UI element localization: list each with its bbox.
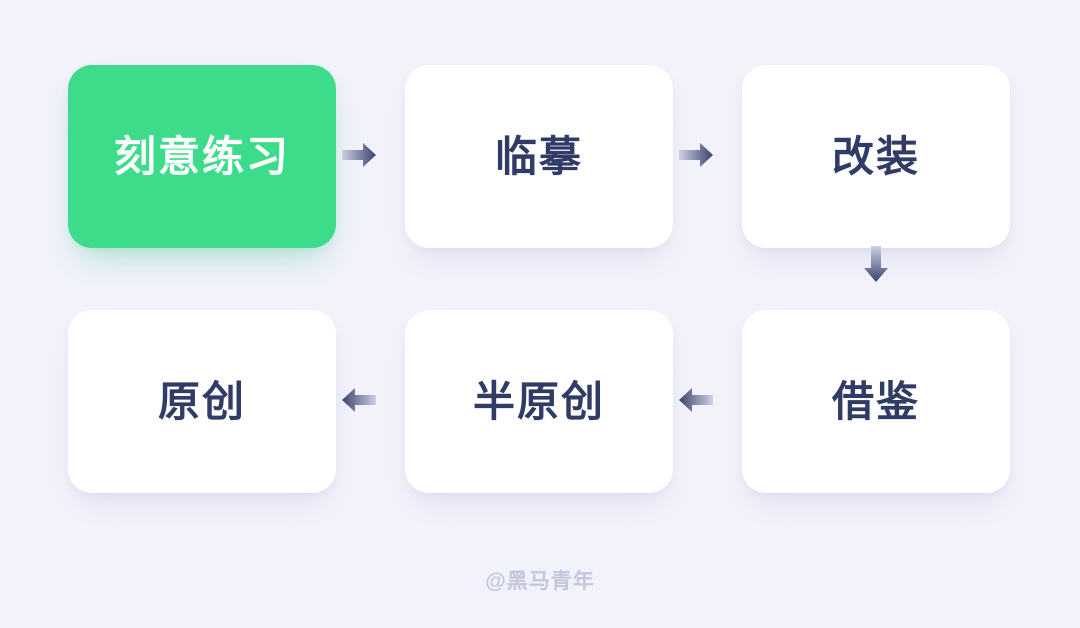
arrow-left-icon [342, 386, 376, 414]
flow-node-label: 改装 [831, 132, 920, 180]
flow-node-modification[interactable]: 改装 [742, 65, 1010, 248]
flow-node-copying[interactable]: 临摹 [405, 65, 673, 248]
flow-node-deliberate-practice[interactable]: 刻意练习 [68, 65, 336, 248]
arrow-right-icon [342, 141, 376, 169]
flow-node-label: 临摹 [494, 132, 583, 180]
flow-node-label: 刻意练习 [113, 132, 290, 180]
flow-node-label: 借鉴 [831, 377, 920, 425]
flow-node-semi-original[interactable]: 半原创 [405, 310, 673, 493]
arrow-right-icon [679, 141, 713, 169]
arrow-left-icon [679, 386, 713, 414]
flow-node-label: 半原创 [472, 377, 605, 425]
watermark-text: @黑马青年 [485, 570, 595, 593]
flow-node-original[interactable]: 原创 [68, 310, 336, 493]
flow-node-reference[interactable]: 借鉴 [742, 310, 1010, 493]
arrow-down-icon [862, 246, 890, 282]
flow-node-label: 原创 [157, 377, 246, 425]
